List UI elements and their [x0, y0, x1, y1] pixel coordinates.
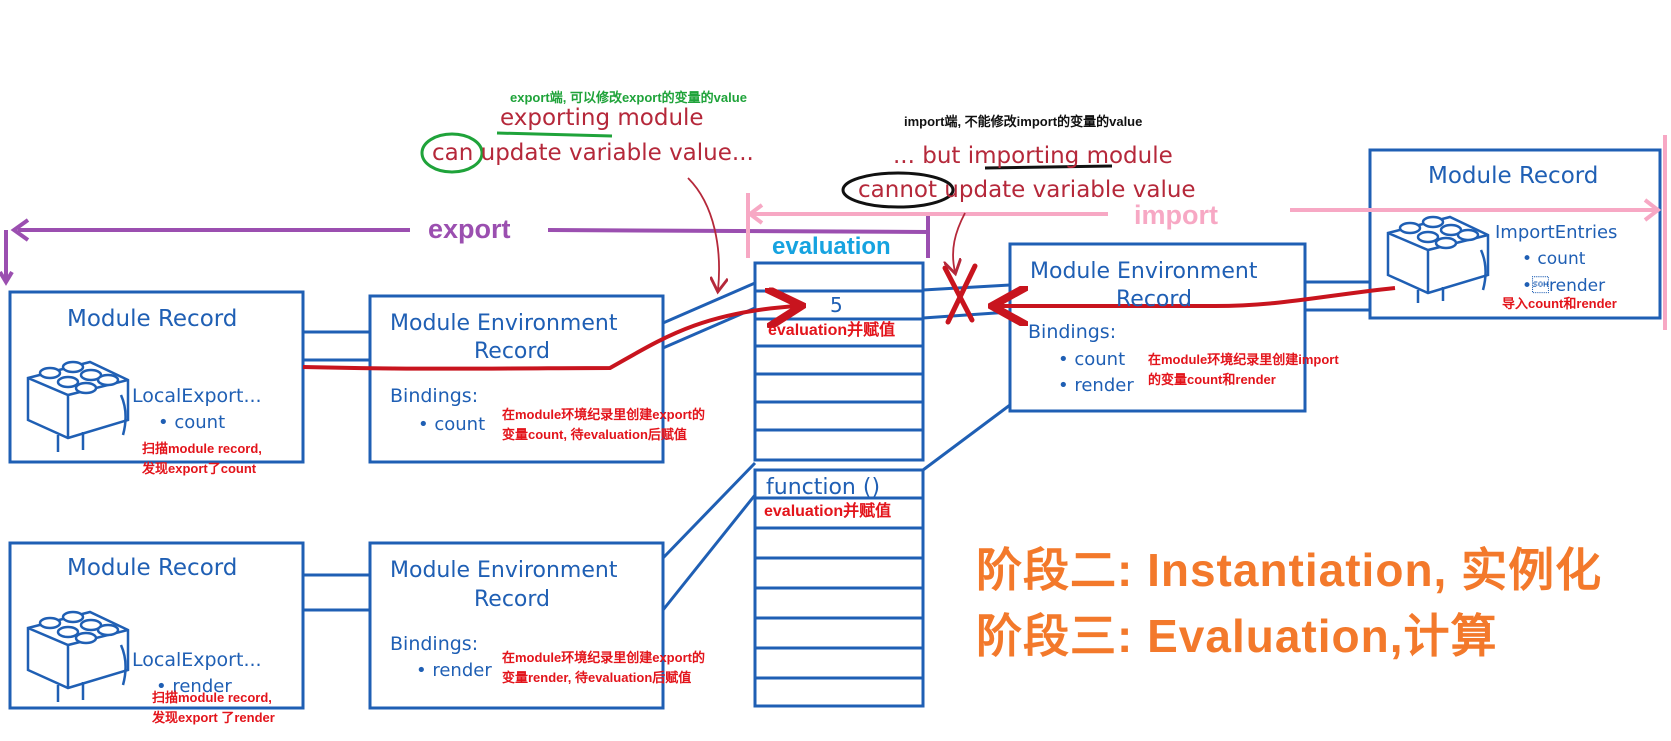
- env-binding-item: • count: [418, 414, 485, 435]
- export-label: export: [428, 214, 511, 244]
- export-arrow: [0, 214, 930, 286]
- connector-top-env-memory: [662, 281, 756, 350]
- import-arrow: [746, 135, 1667, 330]
- module-env-record-top: [368, 294, 665, 464]
- env-binding-item: • render: [416, 660, 492, 681]
- env-binding-item-count: • count: [1058, 349, 1125, 370]
- import-flow-line: [996, 288, 1396, 306]
- can-update-text: can update variable value...: [432, 140, 754, 166]
- phase-evaluation: 阶段三: Evaluation,计算: [976, 610, 1498, 662]
- env-binding-item-render: • render: [1058, 375, 1134, 396]
- importer-record-note: 导入count和render: [1502, 296, 1617, 311]
- local-export-title: LocalExport...: [132, 385, 262, 407]
- env-title-line1: Module Environment: [1030, 259, 1258, 284]
- export-flow-line: [302, 306, 798, 371]
- top-record-note: 扫描module record, 发现export了count: [142, 439, 262, 479]
- local-export-item: • count: [158, 412, 225, 433]
- function-label: function (): [766, 475, 880, 500]
- bottom-env-note-text: 在module环境纪录里创建export的 变量render, 待evaluat…: [502, 650, 705, 685]
- importer-env-note: 在module环境纪录里创建import 的变量count和render: [1148, 350, 1339, 390]
- lego-brick-icon: [26, 610, 130, 702]
- importing-module-text: ... but importing module: [893, 143, 1173, 169]
- import-entry-count: • count: [1522, 249, 1586, 269]
- import-entries-title: ImportEntries: [1495, 222, 1617, 243]
- env-title-line2: Record: [474, 587, 550, 612]
- export-side-note: export端, 可以修改export的变量的value: [510, 90, 747, 105]
- env-bindings-label: Bindings:: [390, 385, 478, 407]
- blocked-update-cross: [942, 263, 978, 325]
- circle-cannot: [841, 171, 955, 209]
- connector-top-record-env: [303, 330, 370, 362]
- exporting-module-text: exporting module: [500, 105, 704, 131]
- module-env-record-importer: [1008, 242, 1307, 413]
- import-side-note: import端, 不能修改import的变量的value: [904, 114, 1143, 129]
- top-env-note-text: 在module环境纪录里创建export的 变量count, 待evaluati…: [502, 407, 705, 442]
- cannot-update-text: cannot update variable value: [858, 177, 1196, 203]
- connector-bottom-record-env: [303, 573, 370, 612]
- bottom-record-note: 扫描module record, 发现export 了render: [152, 688, 275, 728]
- bottom-record-note-text: 扫描module record, 发现export 了render: [152, 690, 275, 725]
- circle-can: [420, 132, 484, 174]
- function-note: evaluation并赋值: [764, 503, 892, 520]
- evaluation-label: evaluation: [772, 233, 891, 260]
- env-bindings-label: Bindings:: [390, 633, 478, 655]
- importer-env-note-text: 在module环境纪录里创建import 的变量count和render: [1148, 352, 1339, 387]
- local-export-title: LocalExport...: [132, 649, 262, 671]
- pointer-cannot-update: [953, 212, 966, 272]
- slot-value-note: evaluation并赋值: [768, 322, 896, 339]
- module-record-title: Module Record: [1428, 163, 1598, 189]
- top-record-note-text: 扫描module record, 发现export了count: [142, 441, 262, 476]
- underline-exporting: [496, 131, 613, 138]
- underline-importing: [984, 164, 1113, 170]
- connector-importer-record: [1305, 280, 1370, 312]
- top-env-note: 在module环境纪录里创建export的 变量count, 待evaluati…: [502, 405, 705, 445]
- env-title-line1: Module Environment: [390, 558, 618, 583]
- lego-brick-icon: [26, 360, 130, 452]
- local-export-item: • render: [156, 676, 232, 697]
- env-title-line2: Record: [474, 339, 550, 364]
- module-env-record-bottom: [368, 541, 665, 710]
- env-title-line1: Module Environment: [390, 311, 618, 336]
- pointer-can-update: [687, 177, 719, 290]
- env-bindings-label: Bindings:: [1028, 321, 1116, 343]
- slot-value: 5: [830, 293, 843, 317]
- import-entry-render: •render: [1522, 276, 1605, 296]
- phase-instantiation: 阶段二: Instantiation, 实例化: [976, 544, 1603, 596]
- lego-brick-icon: [1386, 215, 1490, 303]
- env-title-line2: Record: [1116, 287, 1192, 312]
- module-record-title: Module Record: [67, 555, 237, 581]
- connector-bottom-env-memory: [661, 461, 757, 611]
- import-label: import: [1134, 200, 1218, 230]
- module-record-title: Module Record: [67, 306, 237, 332]
- bottom-env-note: 在module环境纪录里创建export的 变量render, 待evaluat…: [502, 648, 705, 688]
